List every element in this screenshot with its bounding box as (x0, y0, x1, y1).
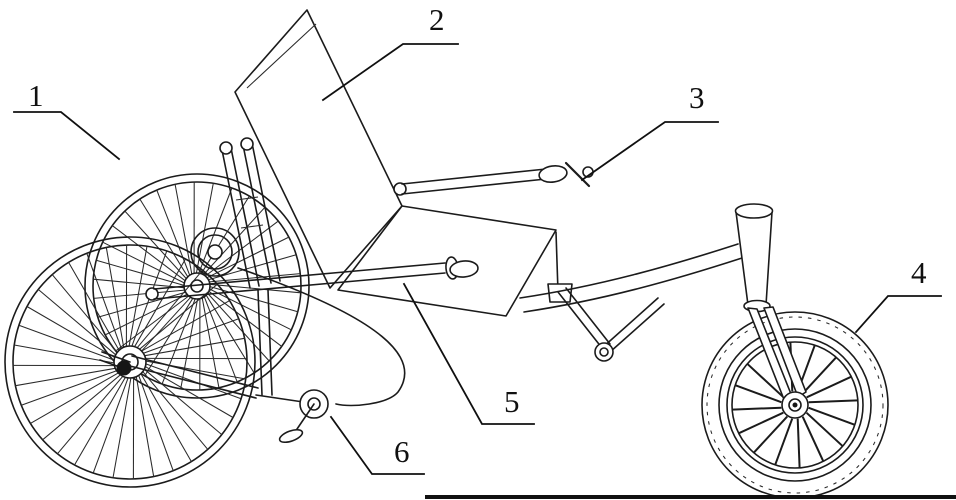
frame-left-struts (129, 137, 311, 404)
label-2: 2 (321, 2, 459, 102)
label-2-text: 2 (429, 2, 445, 37)
drive-rod (145, 256, 479, 301)
frame-main-beam (519, 243, 743, 362)
steering-handle (393, 161, 594, 196)
label-4-leader (854, 295, 942, 334)
rear-wheel-right (84, 173, 310, 399)
label-6-text: 6 (394, 434, 410, 469)
label-1: 1 (13, 78, 121, 161)
label-1-leader (13, 111, 121, 161)
label-3-text: 3 (689, 80, 705, 115)
label-3: 3 (580, 80, 719, 182)
label-1-text: 1 (28, 78, 44, 113)
label-3-leader (580, 121, 719, 182)
ground-line (425, 495, 956, 499)
axle-nut (116, 360, 132, 376)
front-fork (734, 203, 809, 419)
label-4: 4 (854, 255, 942, 334)
pedal-crank (278, 389, 329, 444)
label-6: 6 (329, 415, 425, 475)
drive-belt-curve (237, 267, 406, 407)
label-2-leader (321, 43, 459, 102)
label-5: 5 (402, 282, 535, 425)
rear-wheel-right-spokes (93, 181, 301, 391)
rear-wheel-left (4, 236, 256, 488)
label-4-text: 4 (911, 255, 927, 290)
label-6-leader (329, 415, 425, 475)
label-5-text: 5 (504, 384, 520, 419)
label-5-leader (402, 282, 535, 425)
